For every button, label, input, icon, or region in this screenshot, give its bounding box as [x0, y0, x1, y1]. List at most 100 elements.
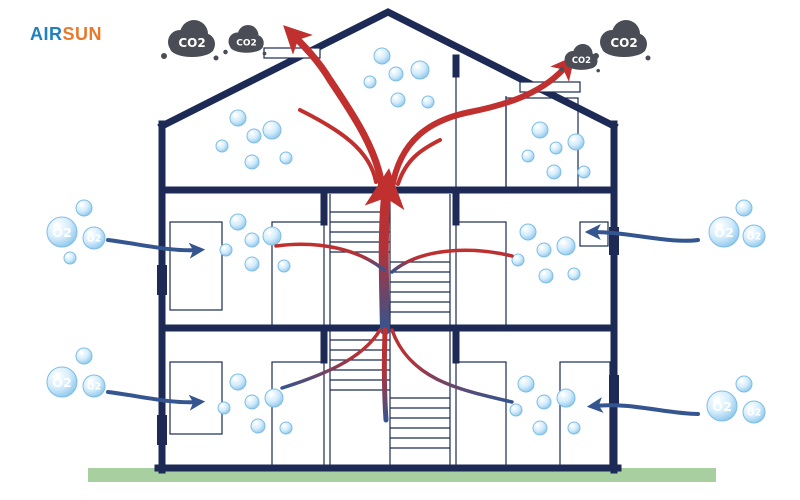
stream-upper-right [390, 248, 514, 274]
exhaust-flow-right [389, 55, 575, 191]
fresh-air-arrow-right-upper [584, 224, 700, 243]
oxygen-bubble-icon [363, 75, 377, 89]
room-outline-center-right-lower [455, 361, 507, 469]
oxygen-bubble-icon [511, 253, 525, 267]
oxygen-bubble-icon [262, 226, 282, 246]
fresh-air-arrow-left-upper [106, 238, 206, 259]
oxygen-bubble-icon [217, 401, 231, 415]
oxygen-bubble-icon [244, 394, 260, 410]
oxygen-bubble-icon: O2 [742, 224, 766, 248]
oxygen-bubble-icon [577, 165, 591, 179]
oxygen-bubble-icon [373, 47, 391, 65]
oxygen-bubble-icon [215, 139, 229, 153]
co2-cloud-icon: CO2 [223, 25, 267, 56]
oxygen-bubble-icon [229, 109, 247, 127]
door-left-upper [169, 221, 223, 311]
oxygen-bubble-icon [264, 388, 284, 408]
stream-lower-center [381, 327, 389, 423]
room-outline-center-left-upper [271, 221, 325, 329]
oxygen-bubble-icon [63, 251, 77, 265]
co2-label: CO2 [610, 36, 637, 50]
oxygen-bubble-icon: O2 [46, 216, 78, 248]
oxygen-bubble-icon [549, 141, 563, 155]
stream-upper-left [274, 242, 386, 272]
oxygen-bubble-icon [519, 223, 537, 241]
oxygen-bubble-icon [567, 133, 585, 151]
oxygen-label: O2 [712, 400, 732, 415]
oxygen-label: O2 [747, 232, 761, 243]
exhaust-flow-left-branch [298, 108, 378, 184]
oxygen-bubble-icon [567, 421, 581, 435]
fresh-air-arrow-left-lower [106, 390, 206, 411]
oxygen-bubble-icon [556, 388, 576, 408]
oxygen-bubble-icon [250, 418, 266, 434]
oxygen-bubble-icon [246, 128, 262, 144]
oxygen-bubble-icon [75, 199, 93, 217]
oxygen-bubble-icon [546, 164, 562, 180]
oxygen-bubble-icon [536, 242, 552, 258]
oxygen-bubble-icon [538, 268, 554, 284]
oxygen-bubble-icon [219, 243, 233, 257]
co2-cloud-icon: CO2 [161, 20, 219, 61]
fresh-air-arrow-right-lower [586, 397, 700, 416]
oxygen-label: O2 [52, 376, 72, 391]
oxygen-bubble-icon [229, 213, 247, 231]
attic-door [505, 97, 579, 191]
oxygen-label: O2 [747, 408, 761, 419]
door-left-lower [169, 361, 223, 435]
oxygen-bubble-icon [531, 121, 549, 139]
oxygen-bubble-icon [244, 154, 260, 170]
oxygen-bubble-icon: O2 [708, 216, 740, 248]
oxygen-bubble-icon: O2 [82, 374, 106, 398]
oxygen-bubble-icon [244, 232, 260, 248]
co2-cloud-icon: CO2 [559, 44, 600, 73]
oxygen-bubble-icon: O2 [46, 366, 78, 398]
oxygen-bubble-icon: O2 [82, 226, 106, 250]
room-outline-center-right-upper [455, 221, 507, 329]
oxygen-bubble-icon [390, 92, 406, 108]
oxygen-bubble-icon [277, 259, 291, 273]
oxygen-bubble-icon: O2 [742, 400, 766, 424]
oxygen-label: O2 [52, 226, 72, 241]
co2-label: CO2 [236, 38, 257, 48]
co2-label: CO2 [178, 36, 205, 50]
co2-cloud-icon: CO2 [593, 20, 651, 61]
oxygen-bubble-icon [279, 151, 293, 165]
brand-logo-part-air: AIR [30, 24, 63, 44]
oxygen-bubble-icon [244, 256, 260, 272]
room-outline-center-left-lower [271, 361, 325, 469]
oxygen-bubble-icon [410, 60, 430, 80]
oxygen-bubble-icon [509, 403, 523, 417]
co2-label: CO2 [572, 55, 591, 65]
oxygen-bubble-icon [532, 420, 548, 436]
oxygen-bubble-icon [536, 394, 552, 410]
airflow-layer [106, 25, 700, 423]
oxygen-bubble-icon [517, 375, 535, 393]
oxygen-bubble-icon [229, 373, 247, 391]
brand-logo-part-sun: SUN [62, 24, 103, 44]
oxygen-bubble-icon [521, 149, 535, 163]
door-right-lower [559, 361, 611, 469]
exhaust-trunk-upper [364, 168, 405, 335]
oxygen-bubble-icon [421, 95, 435, 109]
oxygen-bubble-icon [262, 120, 282, 140]
oxygen-bubble-icon [567, 267, 581, 281]
oxygen-bubble-icon [735, 199, 753, 217]
oxygen-label: O2 [87, 382, 101, 393]
house-roof [157, 8, 619, 131]
brand-logo: AIRSUN [30, 24, 102, 45]
oxygen-label: O2 [714, 226, 734, 241]
stream-lower-right [390, 328, 514, 404]
oxygen-bubble-icon [279, 421, 293, 435]
oxygen-bubble-icon [75, 347, 93, 365]
oxygen-bubble-icon [388, 66, 404, 82]
stream-lower-left [280, 328, 382, 390]
oxygen-bubble-icon: O2 [706, 390, 738, 422]
oxygen-bubble-icon [556, 236, 576, 256]
exhaust-flow-main [283, 25, 386, 192]
exhaust-flow-right-branch [396, 138, 442, 186]
